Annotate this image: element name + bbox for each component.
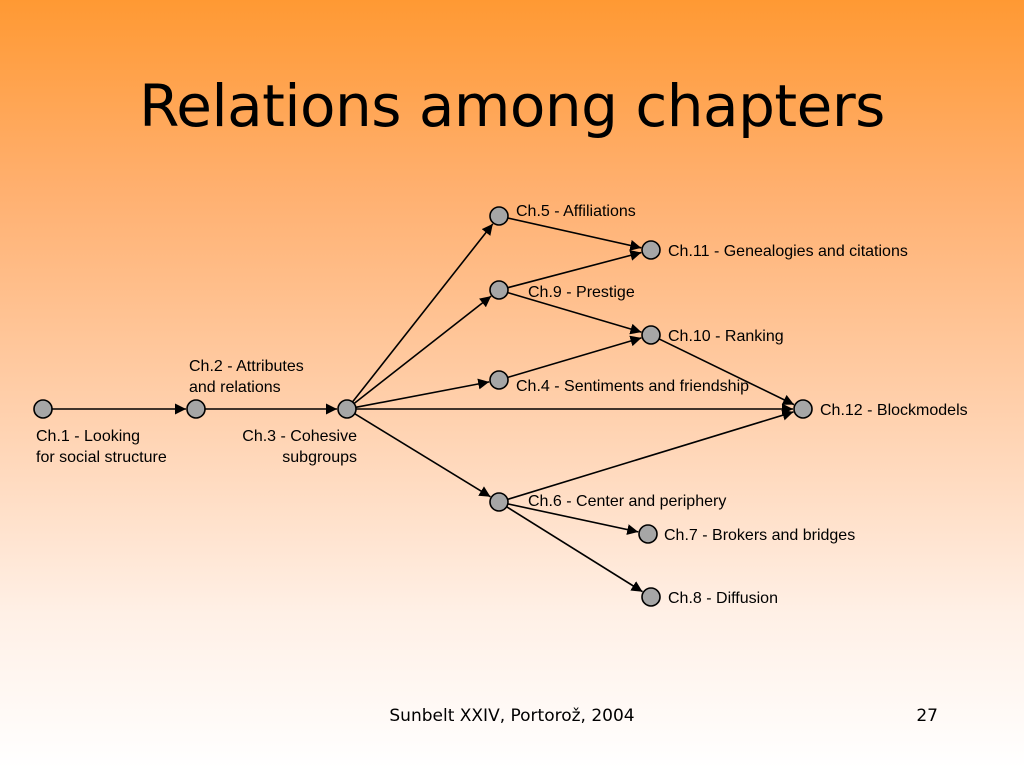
node-label-ch10: Ch.10 - Ranking — [668, 328, 784, 345]
node-label-line: Ch.10 - Ranking — [668, 328, 784, 345]
node-ch2 — [186, 399, 206, 419]
node-label-ch3: Ch.3 - Cohesive subgroups — [242, 428, 357, 466]
node-label-line: Ch.3 - Cohesive — [242, 428, 357, 445]
node-label-ch9: Ch.9 - Prestige — [528, 284, 635, 301]
edge-ch4-to-ch10 — [507, 335, 642, 379]
edge-ch9-to-ch11 — [507, 250, 642, 289]
node-label-line: for social structure — [36, 449, 167, 466]
node-label-line: Ch.9 - Prestige — [528, 284, 635, 301]
node-ch7 — [638, 524, 658, 544]
edge-ch3-to-ch4 — [355, 378, 490, 409]
edge-ch6-to-ch12 — [507, 409, 794, 501]
node-label-line: Ch.12 - Blockmodels — [820, 402, 968, 419]
node-ch3 — [337, 399, 357, 419]
node-label-line: Ch.7 - Brokers and bridges — [664, 527, 855, 544]
node-ch8 — [641, 587, 661, 607]
node-label-line: subgroups — [282, 449, 357, 466]
node-label-ch12: Ch.12 - Blockmodels — [820, 402, 968, 419]
edge-ch6-to-ch7 — [507, 503, 639, 535]
edge-ch5-to-ch11 — [507, 217, 642, 251]
slide-title: Relations among chapters — [139, 72, 885, 140]
edge-ch3-to-ch9 — [353, 295, 492, 405]
node-label-ch1: Ch.1 - Looking for social structure — [36, 428, 167, 466]
node-ch4 — [489, 370, 509, 390]
node-label-line: and relations — [189, 379, 281, 396]
node-ch12 — [793, 399, 813, 419]
node-label-ch6: Ch.6 - Center and periphery — [528, 493, 726, 510]
node-label-line: Ch.8 - Diffusion — [668, 590, 778, 607]
node-ch6 — [489, 492, 509, 512]
node-label-line: Ch.6 - Center and periphery — [528, 493, 726, 510]
nodes-layer — [33, 206, 813, 607]
node-ch5 — [489, 206, 509, 226]
edge-ch3-to-ch5 — [351, 223, 494, 403]
edges-layer — [52, 217, 795, 593]
node-ch10 — [641, 325, 661, 345]
page-number: 27 — [916, 706, 938, 726]
node-ch11 — [641, 240, 661, 260]
node-label-ch5: Ch.5 - Affiliations — [516, 203, 636, 220]
node-label-line: Ch.4 - Sentiments and friendship — [516, 378, 749, 395]
node-label-ch11: Ch.11 - Genealogies and citations — [668, 243, 908, 260]
node-label-line: Ch.2 - Attributes — [189, 358, 304, 375]
labels-layer: Ch.1 - Looking for social structure Ch.2 -… — [36, 203, 968, 607]
edge-ch6-to-ch8 — [506, 506, 643, 593]
edge-ch9-to-ch10 — [507, 291, 642, 335]
node-ch1 — [33, 399, 53, 419]
node-label-ch8: Ch.8 - Diffusion — [668, 590, 778, 607]
node-label-ch4: Ch.4 - Sentiments and friendship — [516, 378, 749, 395]
node-label-ch2: Ch.2 - Attributes and relations — [189, 358, 304, 396]
node-ch9 — [489, 280, 509, 300]
node-label-line: Ch.5 - Affiliations — [516, 203, 636, 220]
slide-footer: Sunbelt XXIV, Portorož, 2004 — [389, 706, 635, 726]
edge-ch3-to-ch6 — [354, 413, 491, 498]
node-label-line: Ch.11 - Genealogies and citations — [668, 243, 908, 260]
node-label-line: Ch.1 - Looking — [36, 428, 140, 445]
edge-ch10-to-ch12 — [658, 338, 795, 406]
node-label-ch7: Ch.7 - Brokers and bridges — [664, 527, 855, 544]
